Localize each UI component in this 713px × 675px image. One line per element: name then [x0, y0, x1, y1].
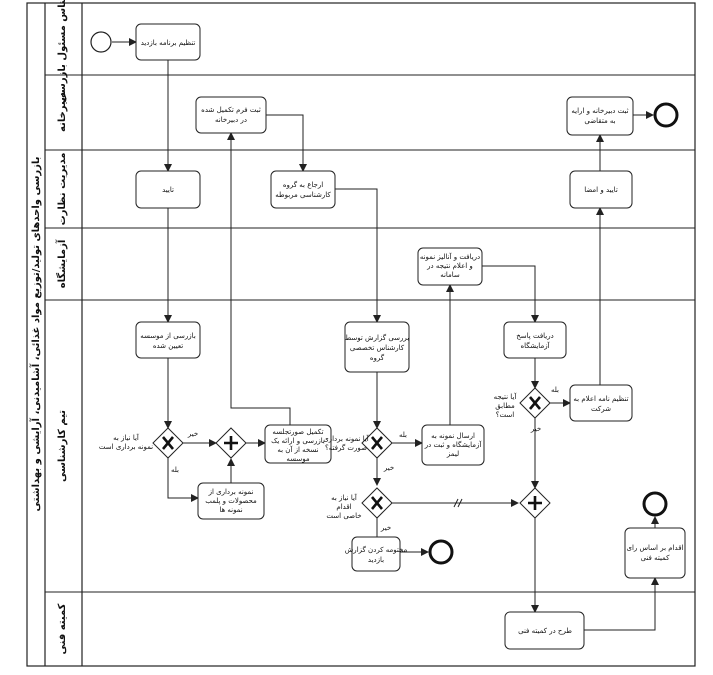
- lane-label-committee: کمیته فنی: [57, 603, 68, 654]
- flow-label-no-result-match: خیر: [530, 425, 541, 433]
- task-confirm-sign-box[interactable]: [569, 170, 633, 209]
- flow-labels: خیر بله بله خیر خیر بله خیر: [171, 386, 559, 532]
- flow-committee-act: [584, 577, 659, 631]
- task-company-letter-box[interactable]: [569, 384, 633, 422]
- gateways: [152, 387, 551, 519]
- flow-label-yes-sample-taken: بله: [399, 431, 407, 439]
- flow-label-yes-need-sample: بله: [171, 466, 179, 474]
- gateway-sample-taken[interactable]: [361, 427, 393, 459]
- task-send-sample-box[interactable]: [421, 424, 485, 466]
- task-confirm-sign-label: تایید و امضا: [584, 186, 618, 194]
- task-approve-box[interactable]: [135, 170, 201, 209]
- end-event-register[interactable]: [653, 102, 679, 128]
- lane-label-supervision: مدیریت نظارت: [57, 153, 68, 226]
- line-break-marks: [453, 498, 463, 508]
- task-refer-box[interactable]: [270, 170, 336, 209]
- lane-dividers: [45, 74, 695, 593]
- gateway-result-match[interactable]: [519, 387, 551, 419]
- flow-label-no-need-sample: خیر: [187, 430, 198, 438]
- flow-gateway-sampling-yes: [167, 458, 199, 502]
- end-event-committee[interactable]: [642, 491, 668, 517]
- task-receive-lab-box[interactable]: [503, 321, 567, 359]
- task-review-report-box[interactable]: [344, 321, 410, 373]
- task-boxes: [135, 23, 686, 650]
- gateway-need-sample[interactable]: [152, 427, 184, 459]
- start-event[interactable]: [90, 31, 112, 53]
- task-inspect-box[interactable]: [135, 321, 201, 359]
- sequence-flows: [112, 38, 659, 631]
- task-register-deliver-box[interactable]: [566, 96, 634, 136]
- flow-analyze-labresult: [482, 265, 539, 323]
- flow-refer-review: [335, 188, 381, 323]
- task-archive-box[interactable]: [351, 536, 401, 572]
- gateway-parallel-merge[interactable]: [215, 427, 247, 459]
- gateway-parallel-join[interactable]: [519, 487, 551, 519]
- events: [90, 31, 679, 565]
- lane-label-secretariat: دبیرخانه: [57, 92, 68, 132]
- task-plan-box[interactable]: [135, 23, 201, 61]
- flow-label-no-sample-taken: خیر: [383, 464, 394, 472]
- flow-complete-submit: [227, 132, 291, 425]
- flow-label-no-special-action: خیر: [380, 524, 391, 532]
- task-receive-analyze-box[interactable]: [417, 247, 483, 286]
- task-submit-form-box[interactable]: [195, 96, 267, 134]
- flow-submit-refer: [266, 114, 307, 172]
- pool-label: بازرسی واحدهای تولید/توزیع مواد غذائی، آ…: [29, 157, 42, 512]
- lane-label-expert-team: تیم کارشناسی: [57, 410, 68, 482]
- task-plan-label: تنظیم برنامه بازدید: [141, 39, 196, 47]
- task-complete-box[interactable]: [264, 424, 332, 464]
- end-event-archive[interactable]: [428, 539, 454, 565]
- lane-label-lab: آزمایشگاه: [55, 239, 68, 288]
- task-act-committee-box[interactable]: [624, 527, 686, 579]
- lane-label-inspector: کارشناس مسئول بازرسی: [57, 0, 68, 103]
- task-sampling-box[interactable]: [197, 482, 265, 520]
- gateway-special-action[interactable]: [361, 487, 393, 519]
- task-committee-box[interactable]: [504, 611, 585, 650]
- lane-labels: کارشناس مسئول بازرسی دبیرخانه مدیریت نظا…: [55, 0, 68, 654]
- task-committee-label: طرح در کمیته فنی: [518, 627, 572, 635]
- flow-label-yes-result-match: بله: [551, 386, 559, 394]
- task-approve-label: تایید: [162, 186, 174, 194]
